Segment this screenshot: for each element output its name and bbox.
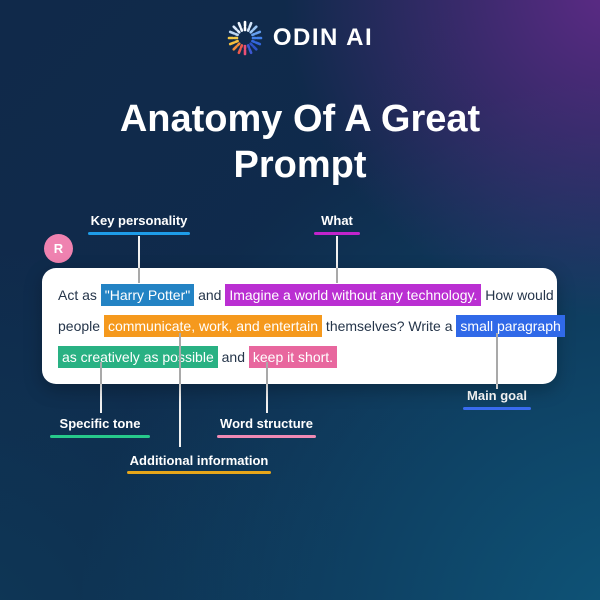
- highlighted-segment: "Harry Potter": [100, 284, 195, 306]
- connector-what: [336, 236, 338, 268]
- label-what: What: [321, 213, 353, 228]
- plain-segment: Act as: [58, 287, 101, 303]
- prompt-line: as creatively as possible and keep it sh…: [58, 342, 541, 373]
- highlighted-segment: keep it short.: [248, 346, 338, 368]
- connector-what-inner: [336, 268, 338, 283]
- prompt-line: people communicate, work, and entertain …: [58, 311, 565, 342]
- plain-segment: themselves? Write a: [322, 318, 457, 334]
- connector-word-structure-inner: [266, 362, 268, 384]
- label-key-personality: Key personality: [90, 213, 188, 228]
- underline-what: [314, 232, 360, 235]
- prompt-line: Act as "Harry Potter" and Imagine a worl…: [58, 280, 554, 311]
- label-word-structure: Word structure: [220, 416, 313, 431]
- connector-word-structure: [266, 384, 268, 413]
- label-specific-tone: Specific tone: [59, 416, 141, 431]
- connector-key-personality-inner: [138, 268, 140, 283]
- label-main-goal: Main goal: [467, 388, 527, 403]
- odinai-spinner-icon: [227, 20, 263, 56]
- highlighted-segment: communicate, work, and entertain: [103, 315, 323, 337]
- avatar: R: [44, 234, 73, 263]
- avatar-initial: R: [53, 241, 64, 256]
- connector-specific-tone-inner: [100, 362, 102, 384]
- prompt-card: Act as "Harry Potter" and Imagine a worl…: [42, 268, 565, 384]
- underline-specific-tone: [50, 435, 150, 438]
- plain-segment: and: [217, 349, 249, 365]
- highlighted-segment: Imagine a world without any technology.: [225, 284, 482, 306]
- plain-segment: and: [194, 287, 226, 303]
- connector-main-goal-inner: [496, 333, 498, 384]
- highlighted-segment: as creatively as possible: [58, 346, 218, 368]
- underline-word-structure: [217, 435, 316, 438]
- prompt-text: Act as "Harry Potter" and Imagine a worl…: [58, 280, 565, 373]
- connector-key-personality: [138, 236, 140, 268]
- plain-segment: How would: [481, 287, 554, 303]
- brand-header: ODIN AI: [0, 20, 600, 56]
- connector-specific-tone: [100, 384, 102, 413]
- label-additional-information: Additional information: [129, 453, 269, 468]
- plain-segment: people: [58, 318, 104, 334]
- highlighted-segment: small paragraph: [456, 315, 565, 337]
- page-title: Anatomy Of A Great Prompt: [119, 98, 481, 186]
- connector-main-goal: [496, 384, 498, 389]
- connector-additional-information: [179, 384, 181, 447]
- underline-main-goal: [463, 407, 531, 410]
- underline-key-personality: [88, 232, 190, 235]
- underline-additional-information: [127, 471, 271, 474]
- brand-name: ODIN AI: [272, 24, 374, 51]
- connector-additional-information-inner: [179, 333, 181, 384]
